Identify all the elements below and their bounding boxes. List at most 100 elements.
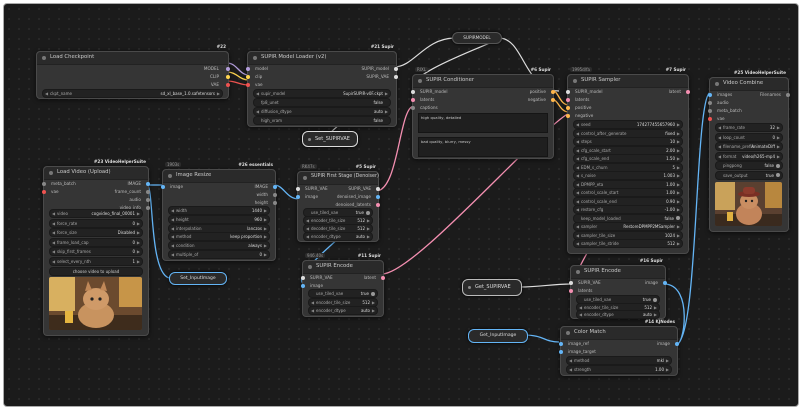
- toggle-knob-icon[interactable]: [366, 210, 370, 215]
- collapse-dot-icon[interactable]: [418, 79, 422, 83]
- arrow-left-icon[interactable]: ◀: [576, 164, 580, 170]
- node-supir-sampler[interactable]: 1995d/fa #7 Supir SUPIR Sampler SUPIR_mo…: [566, 67, 690, 254]
- output-denoised-latents-socket[interactable]: [376, 203, 380, 207]
- positive-prompt-textarea[interactable]: high quality, detailed: [418, 113, 548, 133]
- arrow-right-icon[interactable]: ▶: [676, 207, 680, 212]
- arrow-right-icon[interactable]: ▶: [136, 239, 140, 245]
- arrow-right-icon[interactable]: ▶: [263, 252, 267, 257]
- arrow-right-icon[interactable]: ▶: [216, 91, 220, 96]
- output-positive-socket[interactable]: [551, 90, 555, 94]
- arrow-right-icon[interactable]: ▶: [676, 224, 680, 229]
- arrow-right-icon[interactable]: ▶: [371, 308, 375, 313]
- output-clip-socket[interactable]: [226, 75, 230, 79]
- arrow-right-icon[interactable]: ▶: [676, 241, 680, 246]
- input-image-ref-socket[interactable]: [559, 342, 563, 346]
- output-denoised-image-socket[interactable]: [376, 195, 380, 199]
- arrow-left-icon[interactable]: ◀: [45, 91, 49, 96]
- negative-prompt-textarea[interactable]: bad quality, blurry, messy: [418, 137, 548, 157]
- arrow-right-icon[interactable]: ▶: [676, 173, 680, 178]
- arrow-left-icon[interactable]: ◀: [576, 190, 580, 195]
- arrow-left-icon[interactable]: ◀: [171, 243, 175, 249]
- collapse-dot-icon[interactable]: [573, 79, 577, 83]
- output-supir-model-socket[interactable]: [394, 67, 398, 71]
- node-header[interactable]: SUPIR Encode: [303, 261, 383, 274]
- output-image-socket[interactable]: [663, 281, 667, 285]
- arrow-left-icon[interactable]: ◀: [171, 216, 175, 222]
- input-clip-socket[interactable]: [246, 75, 250, 79]
- arrow-left-icon[interactable]: ◀: [576, 207, 580, 212]
- input-audio-socket[interactable]: [708, 101, 712, 105]
- arrow-right-icon[interactable]: ▶: [263, 234, 267, 240]
- arrow-right-icon[interactable]: ▶: [366, 234, 370, 239]
- collapse-dot-icon[interactable]: [308, 138, 311, 141]
- arrow-left-icon[interactable]: ◀: [579, 312, 583, 317]
- arrow-left-icon[interactable]: ◀: [718, 125, 722, 130]
- arrow-right-icon[interactable]: ▶: [676, 181, 680, 187]
- output-latent-socket[interactable]: [686, 90, 690, 94]
- collapse-dot-icon[interactable]: [468, 286, 471, 289]
- toggle-knob-icon[interactable]: [776, 173, 780, 177]
- collapse-dot-icon[interactable]: [566, 331, 570, 335]
- arrow-right-icon[interactable]: ▶: [384, 91, 388, 96]
- input-vae-socket[interactable]: [708, 117, 712, 121]
- arrow-left-icon[interactable]: ◀: [52, 239, 56, 245]
- input-model-socket[interactable]: [246, 67, 250, 71]
- arrow-right-icon[interactable]: ▶: [776, 125, 780, 130]
- arrow-right-icon[interactable]: ▶: [136, 230, 140, 235]
- node-header[interactable]: SUPIR Encode: [571, 266, 665, 279]
- arrow-right-icon[interactable]: ▶: [776, 144, 780, 149]
- node-header[interactable]: Color Match: [561, 327, 677, 340]
- arrow-right-icon[interactable]: ▶: [676, 139, 680, 144]
- arrow-right-icon[interactable]: ▶: [136, 220, 140, 226]
- arrow-left-icon[interactable]: ◀: [576, 198, 580, 204]
- input-latents-socket[interactable]: [566, 98, 570, 102]
- node-header[interactable]: Load Video (Upload): [44, 167, 148, 180]
- output-supir-vae-socket[interactable]: [394, 75, 398, 79]
- output-frame-count-socket[interactable]: [146, 190, 150, 194]
- output-image-socket[interactable]: [675, 342, 679, 346]
- arrow-right-icon[interactable]: ▶: [665, 358, 669, 363]
- node-image-resize[interactable]: 1903s #26 essentials Image Resize image …: [161, 162, 277, 261]
- arrow-left-icon[interactable]: ◀: [306, 234, 310, 239]
- arrow-left-icon[interactable]: ◀: [52, 211, 56, 216]
- output-video-preview[interactable]: [715, 182, 782, 226]
- input-supir-model-socket[interactable]: [566, 90, 570, 94]
- input-positive-socket[interactable]: [566, 106, 570, 110]
- output-vae-socket[interactable]: [226, 83, 230, 87]
- arrow-right-icon[interactable]: ▶: [676, 190, 680, 195]
- arrow-left-icon[interactable]: ◀: [52, 230, 56, 235]
- collapse-dot-icon[interactable]: [168, 174, 172, 178]
- arrow-right-icon[interactable]: ▶: [263, 243, 267, 249]
- output-image-socket[interactable]: [146, 182, 150, 186]
- output-width-socket[interactable]: [273, 193, 277, 197]
- arrow-right-icon[interactable]: ▶: [263, 208, 267, 213]
- collapse-dot-icon[interactable]: [253, 56, 257, 60]
- toggle-knob-icon[interactable]: [371, 291, 375, 296]
- get-inputimage-node[interactable]: Get_InputImage: [468, 329, 528, 343]
- arrow-left-icon[interactable]: ◀: [576, 241, 580, 246]
- node-load-checkpoint[interactable]: #22 Load Checkpoint MODEL CLIP VAE ◀ckpt…: [36, 44, 230, 99]
- arrow-left-icon[interactable]: ◀: [576, 139, 580, 144]
- input-supir-vae-socket[interactable]: [296, 187, 300, 191]
- output-video-info-socket[interactable]: [146, 206, 150, 210]
- arrow-right-icon[interactable]: ▶: [676, 156, 680, 161]
- arrow-left-icon[interactable]: ◀: [576, 224, 580, 229]
- arrow-right-icon[interactable]: ▶: [676, 122, 680, 127]
